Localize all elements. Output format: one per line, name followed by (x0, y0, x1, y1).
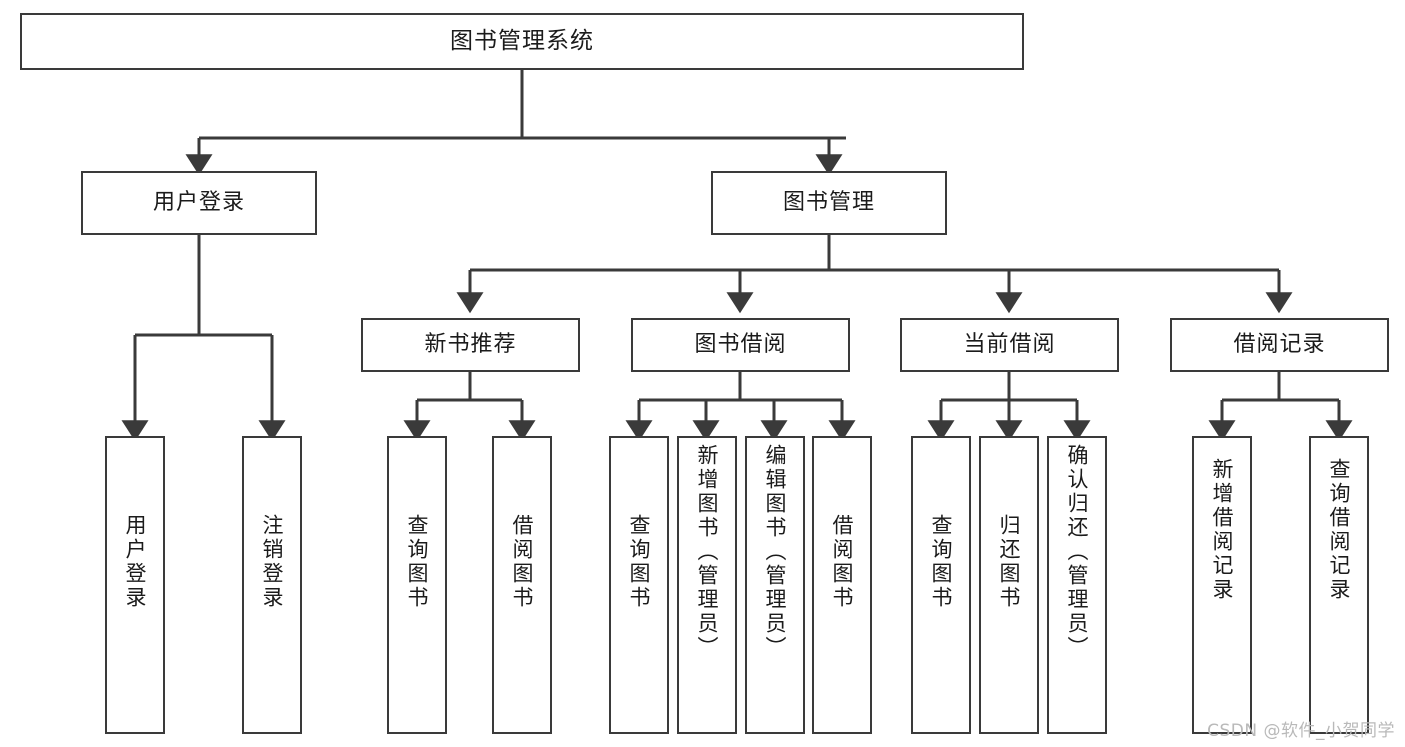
node-book-management-label: 图书管理 (782, 189, 875, 215)
node-leaf-current-borrow-return[interactable]: 归还图书 (979, 436, 1039, 734)
node-leaf-new-book-borrow[interactable]: 借阅图书 (492, 436, 552, 734)
node-leaf-book-borrow-borrow[interactable]: 借阅图书 (812, 436, 872, 734)
node-book-management[interactable]: 图书管理 (711, 171, 947, 235)
node-book-borrow[interactable]: 图书借阅 (631, 318, 850, 372)
node-leaf-book-borrow-query[interactable]: 查询图书 (609, 436, 669, 734)
node-user-login-label: 用户登录 (152, 189, 245, 215)
watermark: CSDN @软件_小贺同学 (1207, 721, 1395, 741)
node-leaf-label: 用户登录 (123, 514, 148, 610)
node-leaf-new-book-query[interactable]: 查询图书 (387, 436, 447, 734)
node-leaf-label: 编辑图书（管理员） (763, 444, 788, 660)
node-current-borrow[interactable]: 当前借阅 (900, 318, 1119, 372)
node-leaf-borrow-record-add[interactable]: 新增借阅记录 (1192, 436, 1252, 734)
node-leaf-label: 归还图书 (997, 514, 1022, 610)
node-leaf-label: 确认归还（管理员） (1065, 444, 1090, 660)
node-leaf-label: 查询借阅记录 (1327, 458, 1352, 602)
node-root-label: 图书管理系统 (450, 27, 594, 54)
node-leaf-current-borrow-confirm-return[interactable]: 确认归还（管理员） (1047, 436, 1107, 734)
node-leaf-label: 新增图书（管理员） (695, 444, 720, 660)
node-leaf-borrow-record-query[interactable]: 查询借阅记录 (1309, 436, 1369, 734)
node-leaf-label: 查询图书 (627, 514, 652, 610)
node-user-login[interactable]: 用户登录 (81, 171, 317, 235)
node-leaf-label: 借阅图书 (830, 514, 855, 610)
node-leaf-user-login-logout[interactable]: 注销登录 (242, 436, 302, 734)
node-leaf-label: 新增借阅记录 (1210, 458, 1235, 602)
node-borrow-record-label: 借阅记录 (1233, 331, 1326, 357)
node-leaf-book-borrow-edit[interactable]: 编辑图书（管理员） (745, 436, 805, 734)
node-new-book-recommend-label: 新书推荐 (424, 331, 517, 357)
node-current-borrow-label: 当前借阅 (963, 331, 1056, 357)
node-root-book-management-system[interactable]: 图书管理系统 (20, 13, 1024, 70)
node-leaf-label: 查询图书 (405, 514, 430, 610)
node-leaf-book-borrow-add[interactable]: 新增图书（管理员） (677, 436, 737, 734)
node-leaf-current-borrow-query[interactable]: 查询图书 (911, 436, 971, 734)
node-leaf-user-login-login[interactable]: 用户登录 (105, 436, 165, 734)
node-borrow-record[interactable]: 借阅记录 (1170, 318, 1389, 372)
node-leaf-label: 注销登录 (260, 514, 285, 610)
node-leaf-label: 借阅图书 (510, 514, 535, 610)
node-leaf-label: 查询图书 (929, 514, 954, 610)
node-new-book-recommend[interactable]: 新书推荐 (361, 318, 580, 372)
node-book-borrow-label: 图书借阅 (694, 331, 787, 357)
